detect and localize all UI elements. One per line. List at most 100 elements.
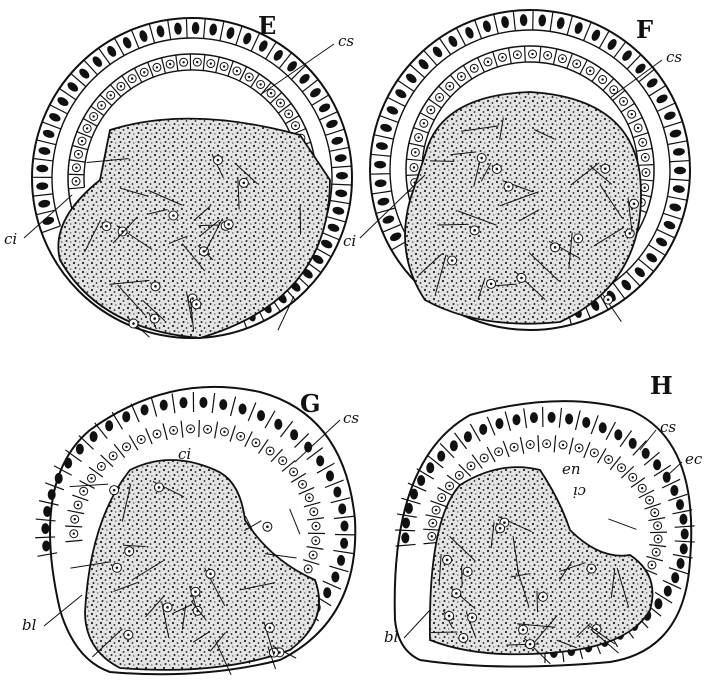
cell-nucleolus	[169, 63, 171, 65]
cell-nucleus	[417, 475, 425, 486]
cell-nucleolus	[156, 433, 158, 435]
cell-nucleolus	[576, 63, 578, 65]
yolk-cell-nucleolus	[158, 486, 161, 489]
cell-nucleolus	[430, 109, 432, 111]
cell-nucleolus	[458, 474, 460, 476]
cell-nucleolus	[73, 533, 75, 535]
cell-nucleolus	[546, 54, 548, 56]
cell-nucleus	[599, 422, 607, 433]
cell-nucleus	[530, 412, 538, 423]
cell-nucleolus	[645, 171, 647, 173]
cell-nucleus	[548, 412, 556, 423]
label-ec: ec	[685, 450, 703, 468]
cell-nucleolus	[172, 429, 174, 431]
cell-nucleolus	[281, 460, 283, 462]
yolk-cell-nucleolus	[217, 159, 220, 162]
cell-nucleus	[495, 418, 503, 429]
cell-nucleolus	[656, 525, 658, 527]
cell-nucleolus	[109, 94, 111, 96]
panel-letter-f: F	[636, 15, 653, 44]
cell-nucleus	[326, 470, 334, 481]
panel-f: F cs ci	[343, 10, 690, 330]
cell-nucleolus	[643, 186, 645, 188]
label-en: en	[562, 460, 581, 478]
cell-nucleus	[141, 404, 149, 415]
cell-nucleolus	[312, 554, 314, 556]
cell-nucleolus	[483, 457, 485, 459]
yolk-cell-nucleolus	[132, 322, 135, 325]
yolk-cell-nucleolus	[466, 570, 469, 573]
yolk-cell-nucleolus	[499, 527, 502, 530]
cell-nucleolus	[622, 100, 624, 102]
cell-nucleus	[410, 489, 418, 500]
cell-nucleolus	[255, 442, 257, 444]
yolk-cell-nucleolus	[503, 521, 506, 524]
cell-nucleolus	[92, 115, 94, 117]
label-bl: bl	[384, 628, 399, 646]
cell-nucleus	[681, 529, 689, 540]
yolk-cell-wall	[431, 632, 457, 633]
cell-nucleus	[316, 455, 324, 466]
cell-nucleus	[680, 543, 688, 554]
cell-nucleolus	[292, 471, 294, 473]
cell-nucleolus	[435, 509, 437, 511]
cell-nucleolus	[651, 564, 653, 566]
cell-wall	[370, 174, 390, 175]
cell-nucleolus	[641, 141, 643, 143]
panel-letter-h: H	[650, 371, 673, 400]
cell-nucleolus	[196, 61, 198, 63]
yolk-cell-nucleolus	[128, 550, 131, 553]
yolk-cell-nucleolus	[607, 298, 610, 301]
yolk-cell-nucleolus	[153, 317, 156, 320]
cell-nucleolus	[593, 452, 595, 454]
cell-nucleus	[323, 587, 331, 598]
cell-nucleus	[671, 572, 679, 583]
yolk-cell-nucleolus	[590, 567, 593, 570]
cell-nucleolus	[301, 483, 303, 485]
cell-nucleolus	[77, 504, 79, 506]
cell-nucleolus	[112, 455, 114, 457]
cell-nucleus	[340, 538, 348, 549]
yolk-cell-nucleolus	[127, 634, 130, 637]
label-cs: cs	[666, 48, 682, 66]
cell-nucleus	[160, 400, 168, 411]
cell-nucleolus	[441, 496, 443, 498]
cell-nucleolus	[86, 127, 88, 129]
cell-nucleolus	[531, 53, 533, 55]
cell-wall	[395, 530, 415, 531]
cell-nucleus	[41, 523, 49, 534]
yolk-cell-nucleolus	[529, 643, 532, 646]
cell-nucleolus	[449, 85, 451, 87]
cell-nucleus	[333, 487, 341, 498]
yolk-cell-nucleolus	[269, 626, 272, 629]
cell-nucleolus	[529, 443, 531, 445]
cell-nucleolus	[90, 477, 92, 479]
cell-nucleolus	[501, 56, 503, 58]
cell-nucleolus	[140, 438, 142, 440]
cell-nucleus	[614, 429, 622, 440]
cell-nucleolus	[77, 153, 79, 155]
yolk-cell-nucleolus	[448, 615, 451, 618]
yolk-cell-nucleolus	[507, 185, 510, 188]
cell-nucleolus	[513, 446, 515, 448]
cell-wall	[199, 420, 200, 437]
cell-nucleolus	[270, 92, 272, 94]
yolk-cell-nucleolus	[451, 259, 454, 262]
cell-nucleus	[654, 598, 662, 609]
cell-nucleus	[426, 462, 434, 473]
cell-nucleus	[76, 444, 84, 455]
yolk-cell-nucleolus	[462, 637, 465, 640]
cell-nucleus	[338, 503, 346, 514]
cell-nucleolus	[279, 102, 281, 104]
cell-nucleus	[239, 404, 247, 415]
cell-nucleus	[405, 503, 413, 514]
cell-nucleolus	[655, 551, 657, 553]
label-ci: ci	[4, 230, 17, 248]
cell-nucleolus	[236, 70, 238, 72]
cell-nucleolus	[497, 451, 499, 453]
cell-nucleolus	[631, 113, 633, 115]
cell-nucleolus	[438, 96, 440, 98]
cell-nucleus	[55, 473, 63, 484]
cell-nucleolus	[487, 61, 489, 63]
